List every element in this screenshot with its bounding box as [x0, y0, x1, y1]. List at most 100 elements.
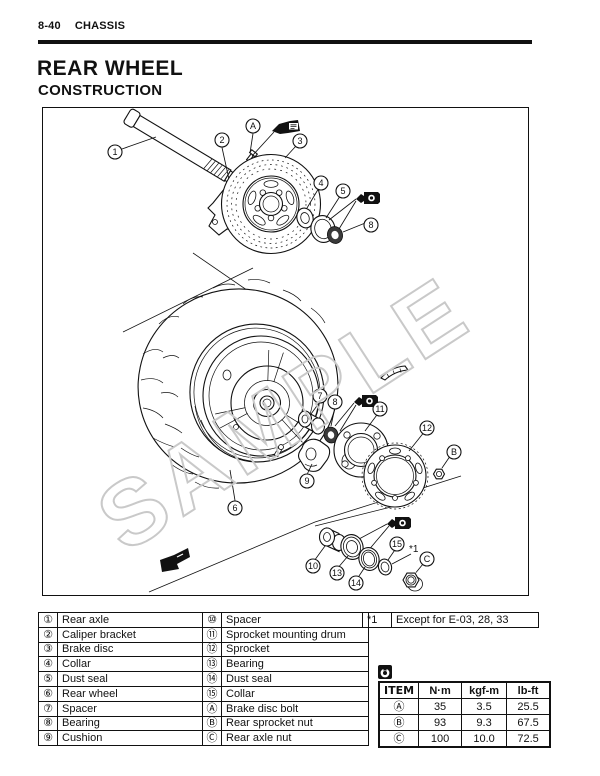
valve-stem [273, 444, 284, 458]
part-key: Ⓑ [202, 715, 222, 732]
sprocket [361, 433, 429, 510]
collar-4 [296, 189, 319, 229]
torque-value: 93 [418, 714, 463, 731]
cushion-9 [297, 438, 331, 474]
torque-value: 100 [418, 730, 463, 748]
part-label: Brake disc bolt [221, 700, 369, 717]
svg-text:8: 8 [368, 220, 373, 230]
spacer-10 [315, 527, 347, 560]
callout-8-disc-side: 8 [363, 217, 379, 233]
thread-lock-icon [272, 120, 300, 134]
torque-wrench-icon [378, 665, 392, 679]
torque-value: 35 [418, 698, 463, 715]
callout-9: 9 [299, 473, 315, 489]
part-key: ⑦ [38, 700, 58, 717]
parts-row: ⑤ Dust seal ⑭ Dust seal [38, 671, 369, 687]
callout-8-hub-side: 8 [327, 394, 343, 410]
torque-value: 10.0 [461, 730, 508, 748]
exploded-diagram: 1 2 A [79, 108, 489, 593]
svg-text:9: 9 [304, 476, 309, 486]
forward-arrow-icon [160, 548, 190, 572]
torque-header: ITEM [378, 681, 420, 699]
torque-value: 72.5 [506, 730, 551, 748]
parts-row: ⑨ Cushion Ⓒ Rear axle nut [38, 730, 369, 747]
callout-15: 15 [389, 536, 405, 552]
header-rule [38, 40, 532, 44]
part-label: Spacer [221, 612, 369, 628]
bearing-8-hub-side [323, 409, 339, 444]
part-key: ① [38, 612, 58, 628]
callout-6: 6 [227, 500, 243, 516]
part-key: ② [38, 626, 58, 643]
part-label: Bearing [57, 715, 203, 732]
section-title: CHASSIS [74, 20, 126, 32]
page-header: 8-40 CHASSIS [38, 20, 125, 32]
svg-text:11: 11 [375, 404, 384, 414]
svg-text:12: 12 [422, 423, 432, 433]
callout-3: 3 [292, 133, 308, 149]
callout-B: B [446, 444, 462, 460]
torque-header-row: ITEM N·m kgf-m lb-ft [378, 681, 551, 699]
parts-row: ② Caliper bracket ⑪ Sprocket mounting dr… [38, 626, 369, 643]
parts-row: ⑥ Rear wheel ⑮ Collar [38, 685, 369, 702]
torque-header: lb-ft [506, 681, 551, 699]
svg-text:8: 8 [332, 397, 337, 407]
retainer-clip [380, 365, 410, 381]
page-number: 8-40 [38, 20, 61, 32]
part-key: ③ [38, 641, 58, 658]
note-table: *1 Except for E-03, 28, 33 [362, 612, 539, 628]
parts-row: ④ Collar ⑬ Bearing [38, 656, 369, 673]
torque-table: ITEM N·m kgf-m lb-ft Ⓐ 35 3.5 25.5 Ⓑ 93 … [378, 681, 552, 748]
bearing-13 [339, 534, 364, 567]
part-label: Rear sprocket nut [221, 715, 369, 732]
callout-4: 4 [313, 175, 329, 191]
svg-text:7: 7 [317, 391, 322, 401]
callout-10: 10 [305, 558, 321, 574]
callout-11: 11 [372, 401, 388, 417]
callout-14: 14 [348, 575, 364, 591]
torque-row: Ⓐ 35 3.5 25.5 [378, 698, 551, 715]
callout-C: C [419, 551, 435, 567]
part-key: ⑭ [202, 671, 222, 687]
part-key: ⑥ [38, 685, 58, 702]
svg-text:3: 3 [297, 136, 302, 146]
torque-row: Ⓒ 100 10.0 72.5 [378, 730, 551, 748]
parts-row: ⑦ Spacer Ⓐ Brake disc bolt [38, 700, 369, 717]
parts-row: ③ Brake disc ⑫ Sprocket [38, 641, 369, 658]
torque-item: Ⓑ [378, 714, 420, 731]
svg-text:14: 14 [351, 578, 361, 588]
callout-A: A [245, 118, 261, 134]
rear-sprocket-nut [432, 456, 450, 480]
svg-text:13: 13 [332, 568, 342, 578]
part-label: Spacer [57, 700, 203, 717]
torque-value: 9.3 [461, 714, 508, 731]
note-marker: *1 [362, 612, 392, 628]
part-key: ⑪ [202, 626, 222, 643]
rear-axle-nut [402, 563, 424, 592]
part-label: Rear axle [57, 612, 203, 628]
part-key: ⑫ [202, 641, 222, 658]
part-label: Bearing [221, 656, 369, 673]
torque-header: N·m [418, 681, 463, 699]
parts-legend-table: ① Rear axle ⑩ Spacer ② Caliper bracket ⑪… [38, 612, 369, 747]
svg-text:A: A [250, 121, 256, 131]
svg-text:4: 4 [318, 178, 323, 188]
callout-2: 2 [214, 132, 230, 148]
part-key: Ⓐ [202, 700, 222, 717]
torque-header: kgf-m [461, 681, 508, 699]
part-key: Ⓒ [202, 730, 222, 747]
callout-5: 5 [335, 183, 351, 199]
part-key: ④ [38, 656, 58, 673]
page-subtitle: CONSTRUCTION [38, 82, 163, 99]
note-text: Except for E-03, 28, 33 [391, 612, 539, 628]
part-label: Caliper bracket [57, 626, 203, 643]
part-label: Dust seal [57, 671, 203, 687]
note-row: *1 Except for E-03, 28, 33 [362, 612, 539, 628]
parts-row: ⑧ Bearing Ⓑ Rear sprocket nut [38, 715, 369, 732]
callout-12: 12 [419, 420, 435, 436]
part-label: Dust seal [221, 671, 369, 687]
callout-7: 7 [312, 388, 328, 404]
tire-tread [140, 279, 326, 489]
svg-text:5: 5 [340, 186, 345, 196]
